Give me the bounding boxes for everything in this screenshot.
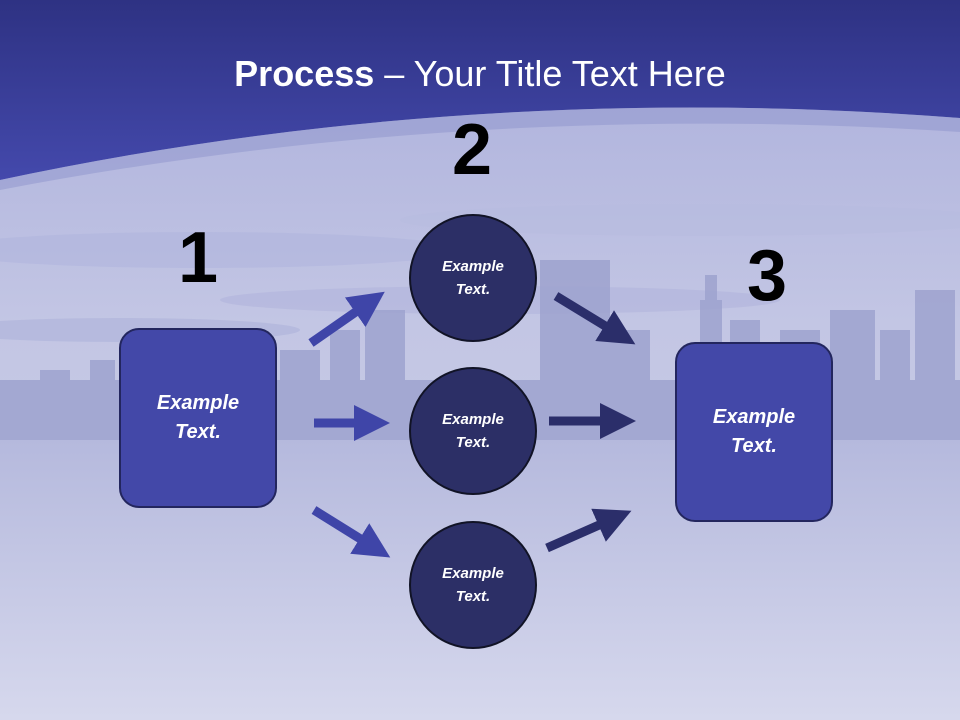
process-circle-top: Example Text. [409, 214, 537, 342]
process-box-left: Example Text. [119, 328, 277, 508]
title-bold: Process [234, 53, 375, 94]
process-circle-bottom-label: Example Text. [442, 565, 504, 605]
process-circle-middle-label: Example Text. [442, 411, 504, 451]
slide-title: Process – Your Title Text Here [0, 52, 960, 96]
process-box-left-label: Example Text. [156, 392, 240, 443]
process-circle-bottom: Example Text. [409, 521, 537, 649]
process-box-right: Example Text. [675, 342, 833, 522]
step-number-2: 2 [451, 110, 493, 190]
arrow-box1-to-circle-bottom [311, 506, 391, 558]
arrow-circle-top-to-box3 [553, 292, 636, 345]
step-number-1: 1 [177, 218, 219, 298]
step-number-3: 3 [746, 236, 788, 316]
process-circle-middle: Example Text. [409, 367, 537, 495]
process-circle-top-label: Example Text. [442, 258, 504, 298]
process-box-right-label: Example Text. [712, 406, 796, 457]
arrow-circle-bottom-to-box3 [545, 508, 632, 553]
title-rest: – Your Title Text Here [374, 53, 726, 94]
arrow-box1-to-circle-top [308, 291, 385, 347]
